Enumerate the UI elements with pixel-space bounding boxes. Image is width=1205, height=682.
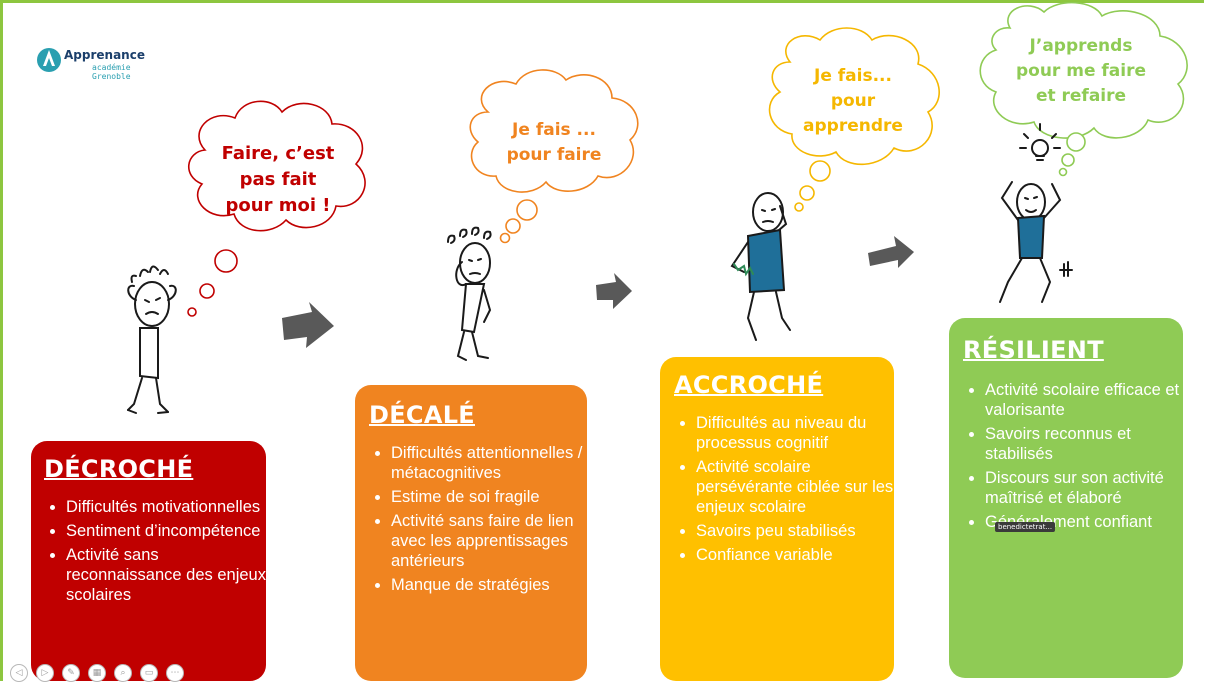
list-item: Savoirs peu stabilisés: [696, 521, 908, 541]
arrow-1-icon: [282, 302, 334, 348]
list-item: Discours sur son activité maîtrisé et él…: [985, 468, 1197, 508]
previous-slide-icon[interactable]: ◁: [10, 664, 28, 682]
list-item: Activité scolaire efficace et valorisant…: [985, 380, 1197, 420]
card-title-decale: DÉCALÉ: [369, 401, 475, 429]
logo-name: Apprenance: [64, 48, 145, 62]
list-item: Difficultés motivationnelles: [66, 497, 266, 517]
subtitles-icon[interactable]: ▭: [140, 664, 158, 682]
card-list-resilient: Activité scolaire efficace et valorisant…: [963, 380, 1197, 536]
cloud-resilient-line: pour me faire: [1015, 61, 1147, 81]
card-decroche: DÉCROCHÉ Difficultés motivationnelles Se…: [31, 441, 266, 681]
logo-mark-icon: [37, 48, 61, 72]
logo-subtitle: académie Grenoble: [92, 63, 131, 81]
list-item: Estime de soi fragile: [391, 487, 597, 507]
cloud-resilient-line: J’apprends: [1029, 36, 1133, 56]
list-item: Sentiment d’incompétence: [66, 521, 266, 541]
cloud-decroche-line: pas fait: [239, 169, 317, 190]
logo-sub-line1: académie: [92, 63, 131, 72]
cloud-text-decale: Je fais ... pour faire: [492, 118, 616, 168]
card-list-decale: Difficultés attentionnelles / métacognit…: [369, 443, 597, 599]
list-item: Difficultés attentionnelles / métacognit…: [391, 443, 597, 483]
list-item: Savoirs reconnus et stabilisés: [985, 424, 1197, 464]
cloud-text-accroche: Je fais... pour apprendre: [786, 64, 920, 139]
logo-sub-line2: Grenoble: [92, 72, 131, 81]
zoom-icon[interactable]: ⌕: [114, 664, 132, 682]
list-item: Manque de stratégies: [391, 575, 597, 595]
card-decale: DÉCALÉ Difficultés attentionnelles / mét…: [355, 385, 587, 681]
cloud-decroche-line: pour moi !: [225, 195, 331, 216]
apprenance-logo: Apprenance académie Grenoble: [36, 42, 156, 86]
card-list-decroche: Difficultés motivationnelles Sentiment d…: [44, 497, 266, 609]
list-item: Difficultés au niveau du processus cogni…: [696, 413, 908, 453]
student-figure-accroche: [730, 192, 791, 341]
pen-icon[interactable]: ✎: [62, 664, 80, 682]
thought-cloud-decale: [469, 69, 639, 244]
user-cursor-tooltip: benedictetrat...: [995, 522, 1056, 532]
cloud-accroche-line: pour: [830, 91, 876, 111]
cloud-text-decroche: Faire, c’est pas fait pour moi !: [200, 141, 356, 219]
list-item: Confiance variable: [696, 545, 908, 565]
cloud-accroche-line: apprendre: [803, 116, 903, 136]
cloud-resilient-line: et refaire: [1035, 86, 1127, 106]
cloud-decroche-line: Faire, c’est: [221, 143, 335, 164]
list-item: Activité sans reconnaissance des enjeux …: [66, 545, 266, 605]
slides-grid-icon[interactable]: ▦: [88, 664, 106, 682]
next-slide-icon[interactable]: ▷: [36, 664, 54, 682]
arrow-2-icon: [596, 273, 632, 309]
thought-cloud-decroche: [187, 100, 366, 317]
card-title-decroche: DÉCROCHÉ: [44, 455, 194, 483]
thought-cloud-accroche: [768, 27, 940, 212]
cloud-text-resilient: J’apprends pour me faire et refaire: [1002, 34, 1160, 109]
cloud-decale-line: Je fais ...: [512, 120, 596, 140]
card-title-accroche: ACCROCHÉ: [674, 371, 824, 399]
student-figure-decale: [447, 226, 492, 361]
cloud-accroche-line: Je fais...: [814, 66, 892, 86]
list-item: Activité sans faire de lien avec les app…: [391, 511, 597, 571]
card-accroche: ACCROCHÉ Difficultés au niveau du proces…: [660, 357, 894, 681]
arrow-3-icon: [868, 236, 914, 268]
thought-cloud-resilient: [979, 1, 1188, 177]
card-list-accroche: Difficultés au niveau du processus cogni…: [674, 413, 908, 569]
student-figure-resilient: [999, 123, 1073, 303]
cloud-decale-line: pour faire: [506, 145, 602, 165]
list-item: Activité scolaire persévérante ciblée su…: [696, 457, 908, 517]
student-figure-decroche: [127, 265, 177, 414]
card-resilient: RÉSILIENT Activité scolaire efficace et …: [949, 318, 1183, 678]
card-title-resilient: RÉSILIENT: [963, 336, 1104, 364]
more-options-icon[interactable]: ⋯: [166, 664, 184, 682]
